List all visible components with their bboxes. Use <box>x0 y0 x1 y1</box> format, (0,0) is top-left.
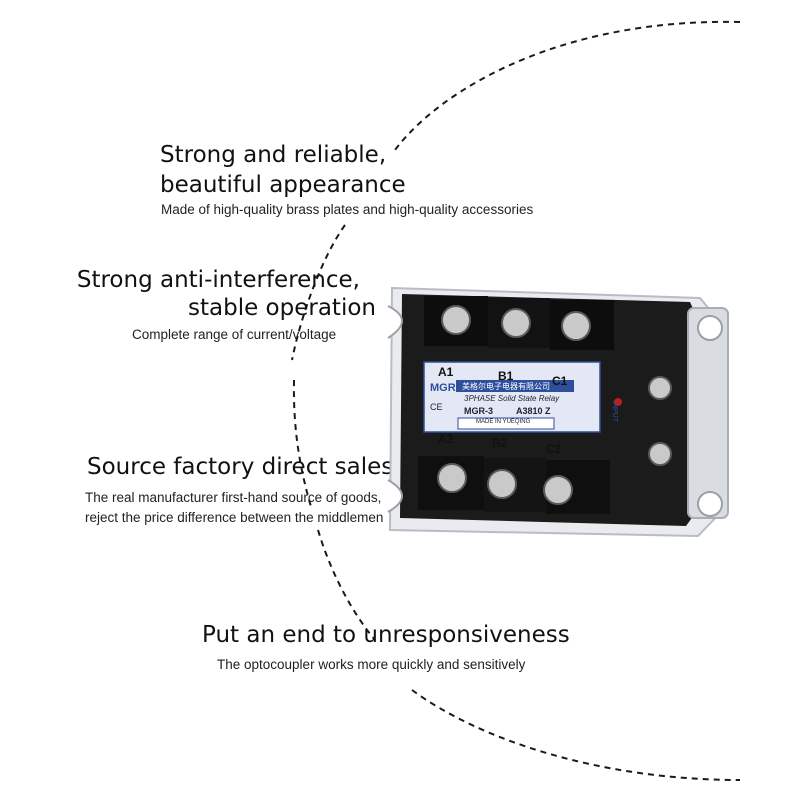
brand-chinese-name: 美格尔电子电器有限公司 <box>462 382 550 391</box>
terminal-label-c1: C1 <box>552 374 568 388</box>
feature-3-subtitle-line-2: reject the price difference between the … <box>85 510 384 525</box>
terminal-label-a2: A2 <box>438 432 454 446</box>
feature-1-title-line-2: beautiful appearance <box>160 172 406 198</box>
part-number: A3810 Z <box>516 406 551 416</box>
terminal-label-b2: B2 <box>492 436 508 450</box>
feature-2-subtitle: Complete range of current/voltage <box>132 327 337 342</box>
phase-text: 3PHASE Solid State Relay <box>464 394 560 403</box>
feature-4-subtitle: The optocoupler works more quickly and s… <box>217 657 526 672</box>
feature-2-title-line-2: stable operation <box>188 295 376 321</box>
solid-state-relay-image: A1 B1 C1 A2 B2 C2 MGR 美格尔电子电器有限公司 3PHASE… <box>380 268 740 558</box>
feature-3-subtitle-line-1: The real manufacturer first-hand source … <box>85 490 382 505</box>
made-in-text: MADE IN YUEQING <box>476 419 531 425</box>
relay-drawing <box>387 286 729 538</box>
feature-3-title: Source factory direct sales <box>87 454 394 480</box>
model-number: MGR-3 <box>464 406 493 416</box>
feature-1-subtitle: Made of high-quality brass plates and hi… <box>161 202 534 217</box>
feature-4-title: Put an end to unresponsiveness <box>202 622 570 648</box>
brand-logo: MGR <box>430 382 456 394</box>
ce-mark: CE <box>430 402 443 412</box>
terminal-label-c2: C2 <box>546 442 562 456</box>
feature-2-title-line-1: Strong anti-interference, <box>76 267 360 293</box>
terminal-label-a1: A1 <box>438 365 454 379</box>
feature-1-title-line-1: Strong and reliable, <box>160 142 387 168</box>
input-label: INPUT <box>611 401 618 422</box>
terminal-label-b1: B1 <box>498 369 514 383</box>
